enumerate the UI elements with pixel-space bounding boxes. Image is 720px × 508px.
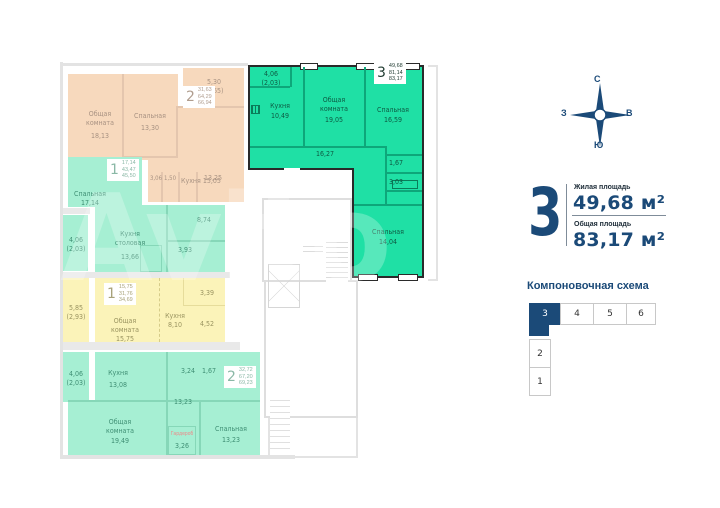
rooms-count-large: 3: [528, 174, 563, 251]
divider: [566, 184, 567, 246]
room-area: 8,10: [167, 321, 183, 329]
wall: [60, 272, 230, 278]
room-label: Кухня: [108, 369, 128, 377]
compass-north: С: [594, 74, 601, 84]
outer-wall-right: [428, 65, 438, 281]
compass-west: З: [561, 108, 567, 118]
compass: [560, 75, 640, 155]
room-label: Спальная: [215, 425, 247, 433]
room-area: 18,13: [90, 132, 110, 140]
room-label: Спальная: [377, 106, 409, 114]
living-area-label: Жилая площадь: [574, 184, 631, 191]
room-area: 15,75: [115, 335, 135, 343]
wall: [60, 455, 295, 459]
wall: [60, 208, 90, 214]
section-4[interactable]: 4: [560, 303, 594, 325]
room-area: 13,08: [108, 381, 128, 389]
room-label: Спальная: [372, 228, 404, 236]
room-area: 3,24: [180, 367, 196, 375]
room-area: 5,85 (2,93): [66, 304, 86, 321]
room-area: 3,93: [177, 246, 193, 254]
stair-core: [264, 280, 358, 418]
wall: [60, 62, 63, 459]
schema-title: Компоновочная схема: [527, 280, 649, 292]
room-area: 17,14: [80, 199, 100, 207]
total-area-value: 83,17 м²: [573, 229, 666, 251]
room-area: 1,67: [388, 159, 404, 167]
room-area: 13,23: [173, 398, 193, 406]
lobby: [268, 418, 358, 458]
room-area: 4,06 (2,03): [261, 70, 281, 87]
room-label: Гардероб: [170, 431, 194, 437]
stove-icon: [251, 105, 260, 114]
total-area-label: Общая площадь: [574, 221, 632, 228]
room-area: 13,30: [140, 124, 160, 132]
stairs-bottom: [270, 398, 290, 454]
room-area: 13,23: [221, 436, 241, 444]
room-label: Общая комната: [111, 317, 139, 334]
section-5[interactable]: 5: [593, 303, 627, 325]
room-area: 19,05: [324, 116, 344, 124]
room-area: 3,26: [174, 442, 190, 450]
section-1[interactable]: 1: [529, 367, 551, 396]
stairs: [303, 242, 323, 256]
room-label: Кухня: [165, 312, 185, 320]
room-label: Кухня столовая: [114, 230, 146, 247]
elevator-shaft: [268, 264, 300, 308]
room-area: 16,27: [315, 150, 335, 158]
section-2[interactable]: 2: [529, 339, 551, 368]
room-area: 13,25: [203, 174, 223, 182]
stair-core-upper: [262, 198, 352, 282]
room-label: Общая комната: [86, 110, 114, 127]
compass-east: В: [626, 108, 633, 118]
room-area: 14,04: [378, 238, 398, 246]
room-label: Спальная: [134, 112, 166, 120]
room-area: 1,67: [201, 367, 217, 375]
section-6[interactable]: 6: [626, 303, 656, 325]
stairs: [326, 242, 348, 282]
section-3-leg: [529, 322, 549, 336]
room-label: Общая комната: [106, 418, 134, 435]
room-area: 1,50: [163, 175, 176, 182]
room-area: 3,03: [388, 178, 404, 186]
living-area-value: 49,68 м²: [573, 192, 666, 214]
compass-south: Ю: [594, 140, 604, 150]
room-area: 16,59: [383, 116, 403, 124]
room-label: Кухня: [270, 102, 290, 110]
room-label: Кухня 15,05: [181, 177, 221, 185]
room-area: 4,06 (2,03): [66, 370, 86, 387]
compass-rose-icon: [570, 83, 630, 147]
room-area: 3,06: [150, 175, 163, 182]
room-area: 3,39: [199, 289, 215, 297]
room-area: 4,06 (2,03): [66, 236, 86, 253]
room-area: 13,66: [120, 253, 140, 261]
room-label: Общая комната: [320, 96, 348, 113]
room-area: 8,74: [196, 216, 212, 224]
wall: [60, 342, 240, 350]
room-area: 19,49: [110, 437, 130, 445]
room-area: 4,52: [199, 320, 215, 328]
divider: [572, 215, 666, 216]
room-area: 10,49: [270, 112, 290, 120]
room-label: Спальная: [74, 190, 106, 198]
building-wall-top: [60, 63, 248, 66]
